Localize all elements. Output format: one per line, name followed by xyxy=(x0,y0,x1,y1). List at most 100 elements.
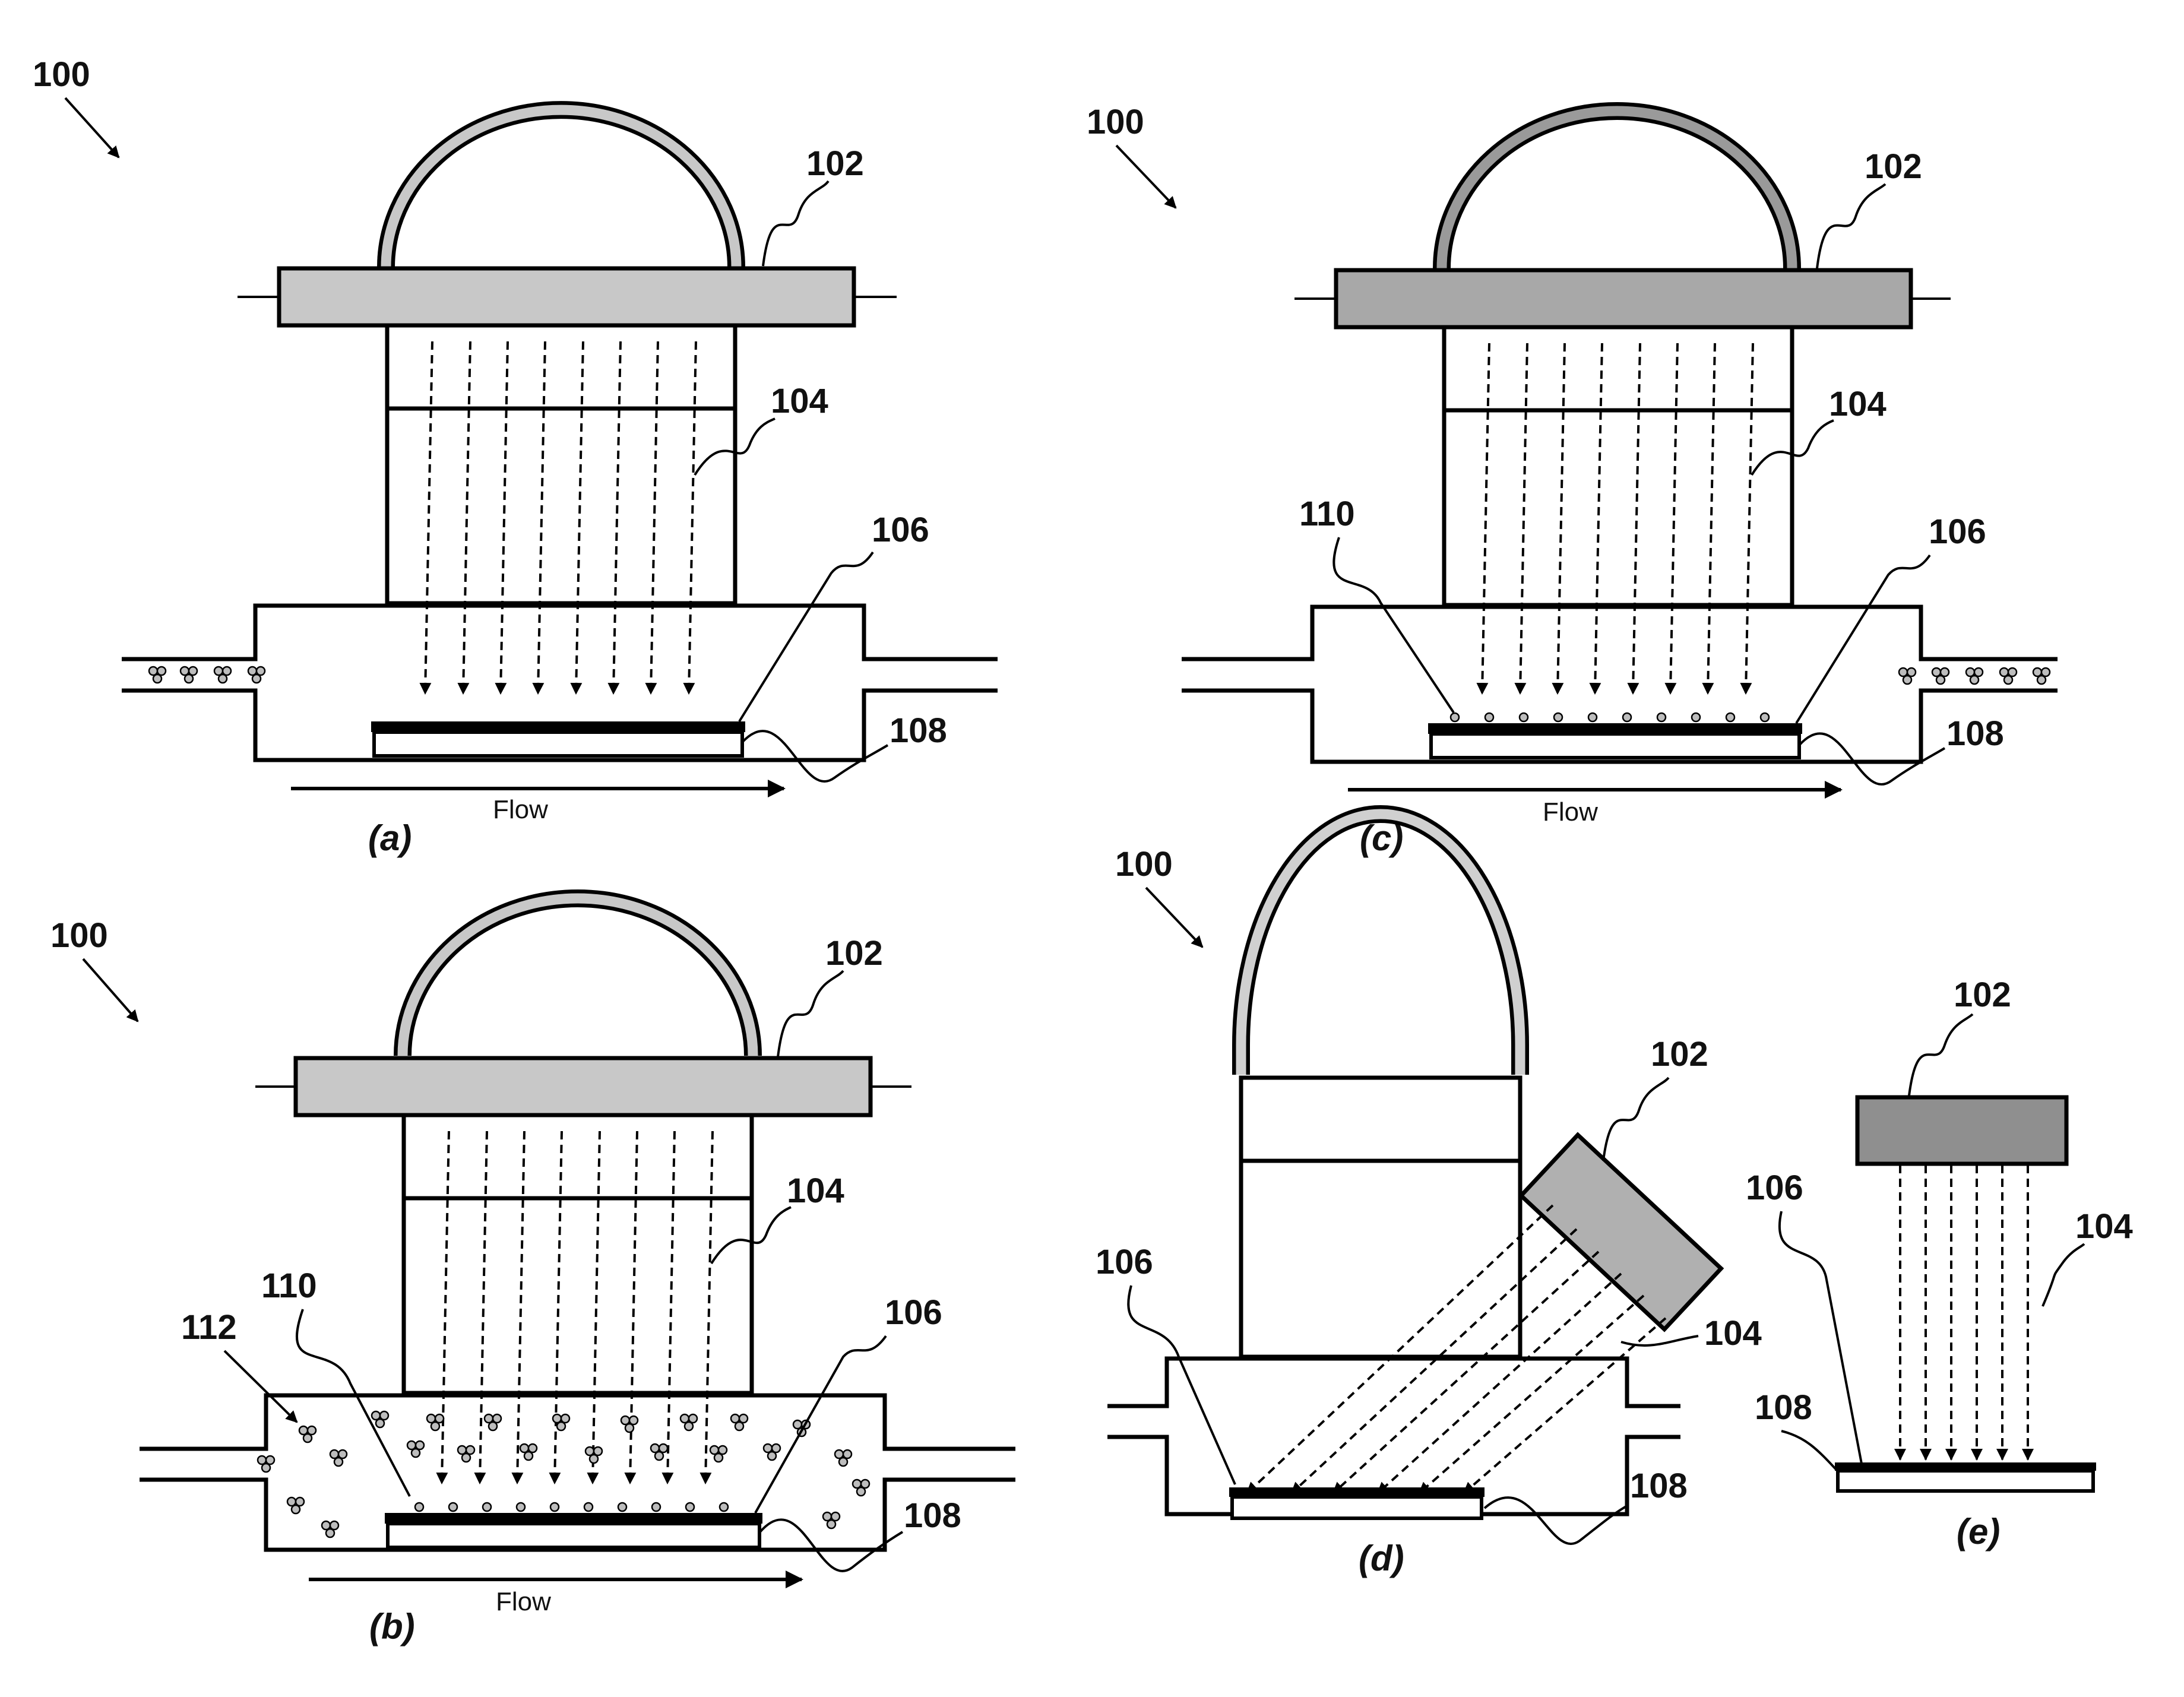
lamp-dome xyxy=(1442,111,1792,268)
lamp-dome xyxy=(403,898,753,1056)
flow-label: Flow xyxy=(496,1587,551,1616)
substrate xyxy=(374,732,742,756)
ref-100: 100 xyxy=(1115,845,1173,884)
ref-108: 108 xyxy=(890,711,947,750)
uv-ray xyxy=(517,1131,524,1483)
caption-a: (a) xyxy=(368,818,412,858)
uv-rays xyxy=(1900,1165,2028,1459)
caption-b: (b) xyxy=(369,1607,415,1647)
lamp-housing xyxy=(404,1115,752,1393)
substrate xyxy=(1838,1471,2093,1491)
uv-ray xyxy=(1247,1205,1553,1493)
uv-ray xyxy=(538,341,545,694)
ref-102-leader xyxy=(1909,1014,1973,1096)
ref-108-leader xyxy=(1781,1431,1838,1471)
uv-led-source xyxy=(1857,1097,2066,1164)
uv-ray xyxy=(501,341,508,694)
uv-ray xyxy=(1292,1229,1577,1493)
chamber-top-wall xyxy=(140,1395,1015,1449)
panel-d: 100 (d) 102 104 106 108 xyxy=(1096,814,1762,1578)
ref-108: 108 xyxy=(1755,1388,1812,1427)
ref-104: 104 xyxy=(1829,385,1887,423)
lamp-housing xyxy=(1241,1078,1520,1357)
uv-ray xyxy=(1419,1296,1644,1493)
uv-ray xyxy=(442,1131,449,1483)
ref-104: 104 xyxy=(787,1172,844,1210)
ref-102: 102 xyxy=(806,144,864,183)
lamp-housing xyxy=(387,325,735,603)
ref-102-leader xyxy=(763,181,828,266)
uv-ray xyxy=(705,1131,713,1483)
chamber-top-wall xyxy=(1182,607,2058,659)
panel-c: 100 xyxy=(1087,103,2058,858)
ref-100-arrow xyxy=(65,98,119,157)
chamber-top-wall xyxy=(122,606,998,659)
outlet-particles xyxy=(1899,668,2050,684)
lamp-flange xyxy=(279,268,854,325)
uv-ray xyxy=(1482,343,1489,694)
ref-106-leader xyxy=(739,552,873,721)
ref-108: 108 xyxy=(1630,1467,1688,1505)
inlet-particles xyxy=(149,667,265,683)
ref-102: 102 xyxy=(1651,1035,1708,1074)
ref-106-leader xyxy=(1796,555,1930,723)
uv-led-source xyxy=(1521,1135,1721,1329)
uv-ray xyxy=(425,341,432,694)
uv-ray xyxy=(463,341,470,694)
uv-ray xyxy=(1595,343,1602,694)
ref-102: 102 xyxy=(825,934,883,973)
ref-102: 102 xyxy=(1865,147,1922,186)
ref-104-leader xyxy=(1621,1336,1698,1345)
ref-102-leader xyxy=(1603,1078,1669,1161)
lamp-dome-outline xyxy=(1442,111,1792,268)
ref-110-leader xyxy=(1334,537,1454,713)
ref-104: 104 xyxy=(2075,1207,2133,1246)
uv-rays xyxy=(442,1131,713,1483)
adsorbed-particles xyxy=(415,1503,728,1511)
uv-ray xyxy=(613,341,621,694)
ref-106: 106 xyxy=(1746,1169,1803,1207)
ref-106: 106 xyxy=(885,1293,942,1332)
lamp-flange xyxy=(296,1058,871,1115)
ref-112: 112 xyxy=(181,1308,237,1347)
ref-100: 100 xyxy=(50,916,108,955)
panel-b: 100 xyxy=(50,898,1015,1647)
uv-rays xyxy=(1482,343,1753,694)
flow-label: Flow xyxy=(493,795,548,824)
panel-e: (e) 102 104 106 108 xyxy=(1746,976,2133,1552)
ref-110-leader xyxy=(297,1309,410,1496)
uv-ray xyxy=(667,1131,675,1483)
flow-label: Flow xyxy=(1543,797,1598,827)
uv-ray xyxy=(1746,343,1753,694)
ref-102-leader xyxy=(1817,184,1885,268)
uv-ray xyxy=(1378,1274,1621,1493)
uv-ray xyxy=(576,341,583,694)
substrate xyxy=(1232,1497,1482,1518)
lamp-flange xyxy=(1336,270,1911,327)
panel-a: 100 Flow (a) 102 104 xyxy=(33,55,998,858)
ref-106: 106 xyxy=(1096,1243,1153,1281)
ref-110: 110 xyxy=(261,1267,317,1305)
ref-110: 110 xyxy=(1299,495,1355,533)
ref-108: 108 xyxy=(904,1496,961,1535)
uv-ray xyxy=(1333,1252,1599,1493)
ref-104: 104 xyxy=(771,382,828,420)
uv-ray xyxy=(651,341,658,694)
uv-ray xyxy=(689,341,696,694)
ref-112-arrow xyxy=(224,1351,297,1422)
lamp-dome-outline xyxy=(386,110,736,267)
ref-100: 100 xyxy=(33,55,90,94)
adsorbed-particles xyxy=(1451,713,1769,721)
substrate xyxy=(1431,734,1799,758)
caption-e: (e) xyxy=(1957,1512,2000,1552)
lamp-dome-outline xyxy=(403,898,753,1056)
ref-100: 100 xyxy=(1087,103,1144,141)
ref-104: 104 xyxy=(1704,1314,1762,1353)
ref-100-arrow xyxy=(83,959,138,1021)
caption-d: (d) xyxy=(1359,1538,1404,1578)
ref-106: 106 xyxy=(872,511,929,549)
ref-104-leader xyxy=(2043,1244,2084,1306)
ref-102-leader xyxy=(778,971,843,1057)
uv-ray xyxy=(480,1131,487,1483)
